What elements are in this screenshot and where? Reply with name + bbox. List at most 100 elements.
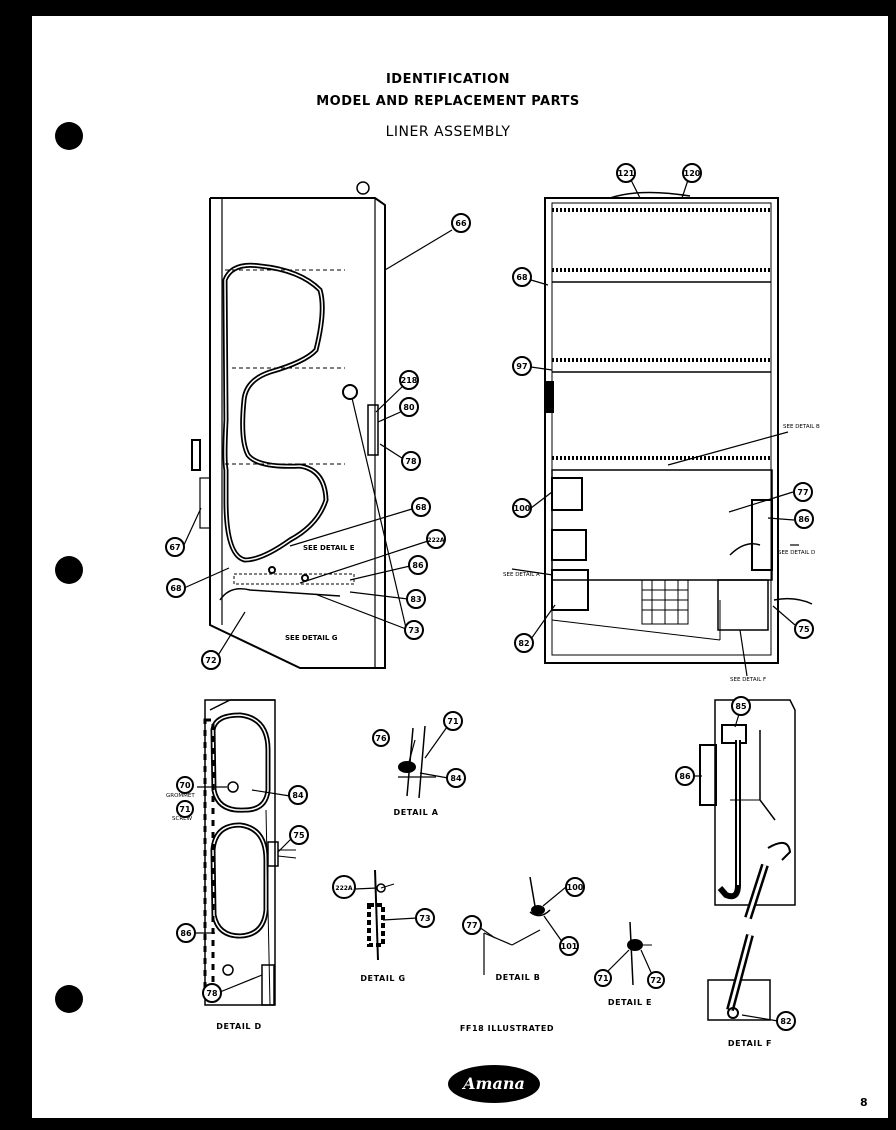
svg-text:68: 68 [170,584,182,593]
svg-text:80: 80 [403,403,415,412]
header-line-3: LINER ASSEMBLY [385,124,511,140]
svg-text:86: 86 [412,561,424,570]
svg-text:75: 75 [293,831,305,840]
callout-100-b: 100 [565,877,585,897]
callout-73: 73 [404,620,424,640]
svg-text:73: 73 [408,626,419,635]
callouts: 66 218 80 78 67 68 68 222A 86 83 73 72 1… [165,163,814,1031]
callout-86-d: 86 [675,766,695,786]
svg-text:82: 82 [780,1017,791,1026]
callout-73-b: 73 [415,908,435,928]
callout-68-b: 68 [411,497,431,517]
leader-lines [182,179,799,1022]
callout-78: 78 [401,451,421,471]
callout-72-b: 72 [647,971,665,989]
svg-text:77: 77 [797,488,808,497]
svg-text:97: 97 [516,362,527,371]
callout-100: 100 [512,498,532,518]
see-detail-g-label: SEE DETAIL G [285,634,338,642]
svg-text:222A: 222A [335,885,353,892]
svg-text:72: 72 [650,976,661,985]
callout-72: 72 [201,650,221,670]
svg-text:86: 86 [798,515,810,524]
see-detail-b-label: SEE DETAIL B [783,424,820,430]
detail-captions: DETAIL A DETAIL D DETAIL G DETAIL B DETA… [216,808,772,1048]
detail-d-drawing [203,699,297,1006]
callout-77: 77 [793,482,813,502]
callout-66: 66 [451,213,471,233]
callout-84: 84 [288,785,308,805]
detail-g-drawing [367,869,395,961]
svg-text:85: 85 [735,702,747,711]
cabinet-front-view [544,191,813,664]
callout-121: 121 [616,163,636,183]
callout-222a-b: 222A [332,875,356,899]
caption-detail-d: DETAIL D [216,1022,261,1031]
svg-text:70: 70 [179,781,191,790]
grommet-label: GROMMET [166,793,195,799]
callout-82: 82 [514,633,534,653]
detail-a-drawing [398,725,436,799]
callout-101: 101 [559,936,579,956]
catalog-page [32,16,888,1118]
callout-78-b: 78 [202,983,222,1003]
see-detail-f-label: SEE DETAIL F [730,677,766,683]
svg-text:71: 71 [179,805,191,814]
svg-text:67: 67 [169,543,180,552]
callout-86-b: 86 [794,509,814,529]
callout-120: 120 [682,163,702,183]
svg-text:100: 100 [567,883,584,892]
screw-label: SCREW [172,816,193,822]
svg-text:82: 82 [518,639,529,648]
callout-71-c: 71 [594,969,612,987]
svg-text:78: 78 [206,989,218,998]
see-detail-e-label: SEE DETAIL E [303,544,355,552]
callout-80: 80 [399,397,419,417]
callout-71: 71 [176,800,194,818]
svg-text:222A: 222A [427,537,445,544]
detail-right-drawing [699,699,796,920]
svg-text:101: 101 [561,942,578,951]
see-detail-d-label: SEE DETAIL D [778,550,815,556]
callout-222a: 222A [426,529,446,549]
callout-86: 86 [408,555,428,575]
callout-75-b: 75 [289,825,309,845]
svg-text:66: 66 [455,219,467,228]
callout-70: 70 [176,776,194,794]
svg-text:76: 76 [375,734,387,743]
svg-text:100: 100 [514,504,531,513]
svg-text:77: 77 [466,921,477,930]
svg-text:75: 75 [798,625,810,634]
svg-text:68: 68 [415,503,427,512]
callout-83: 83 [406,589,426,609]
binder-hole-top [55,122,83,150]
svg-text:68: 68 [516,273,528,282]
detail-e-drawing [627,921,652,986]
callout-85: 85 [731,696,751,716]
amana-logo-text: Amana [463,1074,525,1093]
callout-77-b: 77 [462,915,482,935]
inline-labels: SEE DETAIL E SEE DETAIL G SEE DETAIL B S… [166,424,820,822]
caption-detail-a: DETAIL A [394,808,439,817]
detail-b-drawing [483,876,551,975]
caption-detail-f: DETAIL F [728,1039,772,1048]
caption-illustrated: FF18 ILLUSTRATED [460,1024,554,1033]
callout-82-b: 82 [776,1011,796,1031]
svg-text:84: 84 [450,774,462,783]
svg-text:72: 72 [205,656,216,665]
callout-84-b: 84 [446,768,466,788]
svg-text:120: 120 [684,169,701,178]
detail-f-drawing [707,933,771,1021]
callout-97: 97 [512,356,532,376]
svg-text:218: 218 [401,376,418,385]
page-number: 8 [860,1096,868,1109]
callout-86-c: 86 [176,923,196,943]
header-line-2: MODEL AND REPLACEMENT PARTS [316,94,580,109]
header-line-1: IDENTIFICATION [385,72,511,87]
callout-76: 76 [372,729,390,747]
amana-logo [448,1065,540,1103]
callout-75: 75 [794,619,814,639]
callout-68: 68 [166,578,186,598]
svg-text:78: 78 [405,457,417,466]
